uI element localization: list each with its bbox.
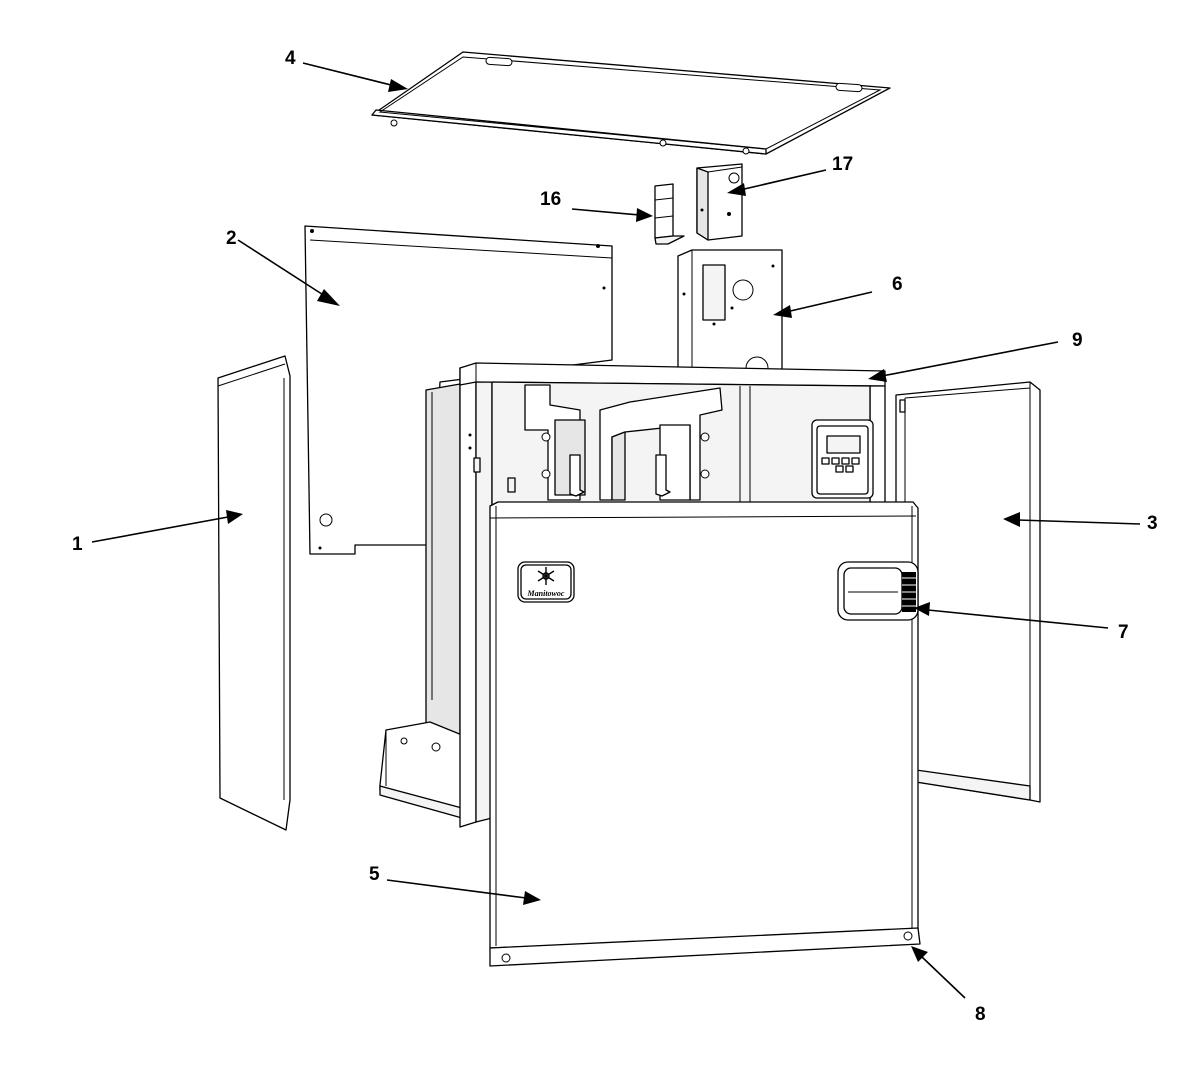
callout-3: 3 (1147, 513, 1158, 534)
callout-labels: 4 2 1 3 16 17 6 9 7 5 8 (72, 48, 1158, 1025)
control-panel-icon (811, 419, 874, 499)
right-side-panel-3 (895, 381, 1041, 803)
left-side-panel-1 (217, 355, 291, 831)
snowflake-icon (537, 567, 555, 585)
callout-5: 5 (369, 864, 380, 885)
brand-logo-text: Manitowoc (527, 589, 565, 598)
callout-7: 7 (1118, 622, 1129, 643)
callout-8: 8 (975, 1004, 986, 1025)
front-door-5: Manitowoc (489, 501, 921, 967)
callout-2: 2 (226, 228, 237, 249)
small-bracket-16 (654, 183, 685, 245)
callout-16: 16 (540, 189, 561, 210)
callout-17: 17 (832, 154, 853, 175)
callout-9: 9 (1072, 330, 1083, 351)
callout-arrows (91, 62, 1141, 999)
callout-6: 6 (892, 274, 903, 295)
callout-1: 1 (72, 534, 83, 555)
top-cover-panel (371, 51, 891, 155)
callout-4: 4 (285, 48, 296, 69)
cabinet-frame (379, 362, 886, 828)
rear-center-panel-6 (677, 249, 783, 380)
door-handle-7 (837, 561, 919, 621)
brand-logo: Manitowoc (517, 561, 575, 603)
control-bracket-17 (696, 163, 743, 241)
